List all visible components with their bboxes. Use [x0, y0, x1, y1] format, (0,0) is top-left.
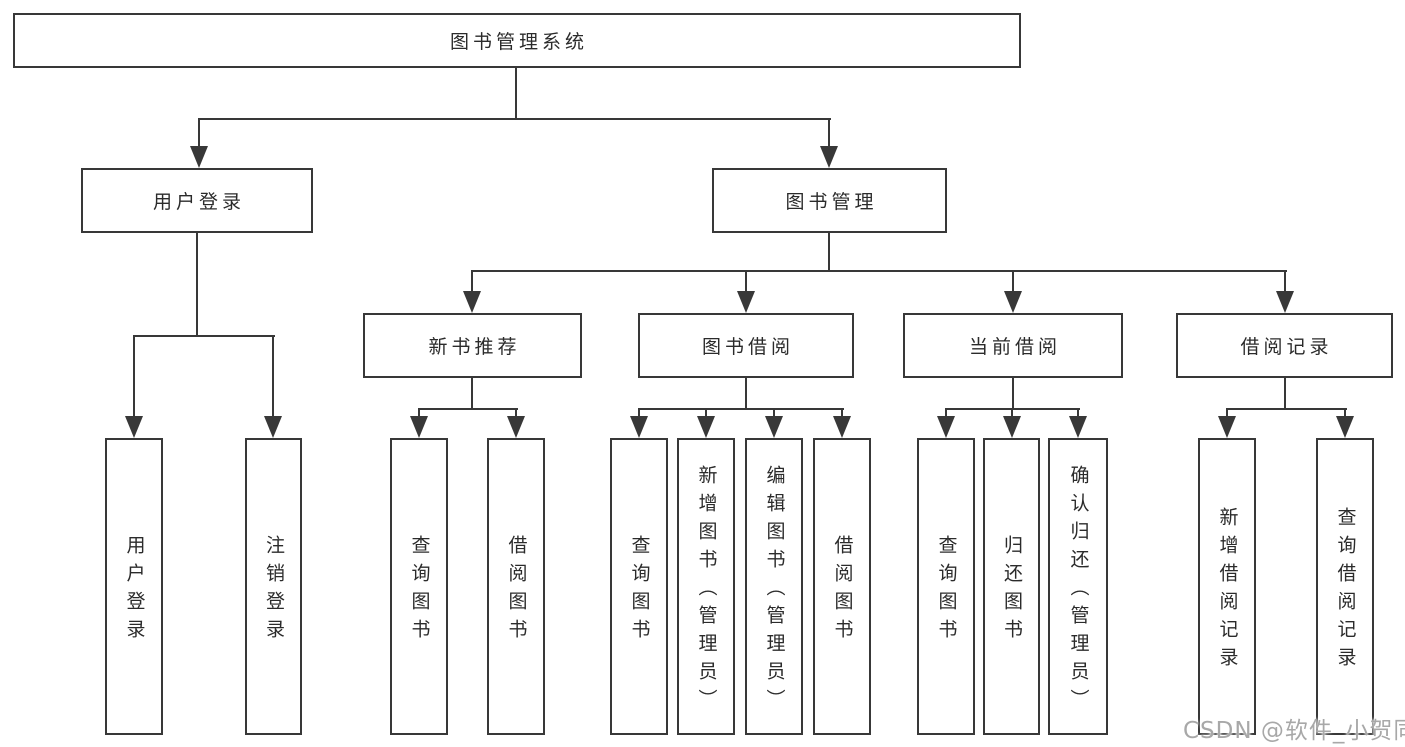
- connector-line: [1226, 408, 1228, 418]
- leaf-return-books: 归还图书: [983, 438, 1040, 735]
- connector-line: [515, 408, 517, 418]
- leaf-query-books-borrow: 查询图书: [610, 438, 668, 735]
- node-book-borrowing: 图书借阅: [638, 313, 854, 378]
- connector-line: [1012, 270, 1014, 292]
- connector-line: [471, 377, 473, 409]
- leaf-add-book-admin: 新增图书（管理员）: [677, 438, 735, 735]
- arrow-down-icon: [833, 416, 851, 438]
- connector-line: [1284, 377, 1286, 409]
- connector-line: [773, 408, 775, 418]
- connector-line: [841, 408, 843, 418]
- connector-line: [418, 408, 518, 410]
- arrow-down-icon: [737, 291, 755, 313]
- arrow-down-icon: [125, 416, 143, 438]
- arrow-down-icon: [1003, 416, 1021, 438]
- connector-line: [1012, 377, 1014, 409]
- arrow-down-icon: [630, 416, 648, 438]
- connector-line: [471, 270, 1287, 272]
- leaf-logout: 注销登录: [245, 438, 302, 735]
- connector-line: [1077, 408, 1079, 418]
- connector-line: [638, 408, 844, 410]
- leaf-add-borrow-record-label: 新增借阅记录: [1216, 507, 1239, 675]
- connector-line: [133, 335, 135, 418]
- arrow-down-icon: [507, 416, 525, 438]
- connector-line: [198, 118, 200, 148]
- node-book-management: 图书管理: [712, 168, 947, 233]
- node-user-login: 用户登录: [81, 168, 313, 233]
- connector-line: [133, 335, 275, 337]
- node-borrowing-records-label: 借阅记录: [1240, 336, 1333, 358]
- connector-line: [945, 408, 947, 418]
- connector-line: [196, 233, 198, 336]
- node-book-management-label: 图书管理: [785, 191, 878, 213]
- leaf-borrow-books-recommend-label: 借阅图书: [505, 535, 528, 647]
- connector-line: [471, 270, 473, 292]
- leaf-query-books-current-label: 查询图书: [935, 535, 958, 647]
- leaf-return-books-label: 归还图书: [1001, 535, 1023, 647]
- connector-line: [828, 118, 830, 148]
- leaf-query-borrow-record-label: 查询借阅记录: [1334, 507, 1357, 675]
- arrow-down-icon: [1276, 291, 1294, 313]
- connector-line: [638, 408, 640, 418]
- leaf-user-login: 用户登录: [105, 438, 163, 735]
- arrow-down-icon: [937, 416, 955, 438]
- arrow-down-icon: [1069, 416, 1087, 438]
- leaf-user-login-label: 用户登录: [123, 535, 146, 647]
- node-user-login-label: 用户登录: [152, 191, 245, 213]
- leaf-query-books-borrow-label: 查询图书: [628, 535, 651, 647]
- connector-line: [828, 233, 830, 271]
- connector-line: [418, 408, 420, 418]
- leaf-edit-book-admin: 编辑图书（管理员）: [745, 438, 803, 735]
- leaf-borrow-books-recommend: 借阅图书: [487, 438, 545, 735]
- node-current-borrowing-label: 当前借阅: [968, 336, 1061, 358]
- connector-line: [745, 377, 747, 409]
- arrow-down-icon: [264, 416, 282, 438]
- leaf-add-book-admin-label: 新增图书（管理员）: [695, 465, 718, 717]
- csdn-watermark: CSDN @软件_小贺同学: [1183, 718, 1405, 744]
- arrow-down-icon: [820, 146, 838, 168]
- arrow-down-icon: [1336, 416, 1354, 438]
- arrow-down-icon: [1218, 416, 1236, 438]
- leaf-query-books-current: 查询图书: [917, 438, 975, 735]
- node-borrowing-records: 借阅记录: [1176, 313, 1393, 378]
- connector-line: [1226, 408, 1347, 410]
- node-new-book-recommend: 新书推荐: [363, 313, 582, 378]
- connector-line: [1344, 408, 1346, 418]
- connector-line: [1011, 408, 1013, 418]
- arrow-down-icon: [765, 416, 783, 438]
- connector-line: [199, 118, 831, 120]
- arrow-down-icon: [697, 416, 715, 438]
- node-root: 图书管理系统: [13, 13, 1021, 68]
- node-current-borrowing: 当前借阅: [903, 313, 1123, 378]
- connector-line: [745, 270, 747, 292]
- connector-line: [272, 335, 274, 418]
- connector-line: [515, 68, 517, 119]
- leaf-logout-label: 注销登录: [263, 535, 285, 647]
- connector-line: [1284, 270, 1286, 292]
- leaf-edit-book-admin-label: 编辑图书（管理员）: [763, 465, 786, 717]
- node-book-borrowing-label: 图书借阅: [701, 336, 794, 358]
- leaf-query-books-recommend-label: 查询图书: [408, 535, 431, 647]
- leaf-query-books-recommend: 查询图书: [390, 438, 448, 735]
- arrow-down-icon: [463, 291, 481, 313]
- leaf-confirm-return-admin-label: 确认归还（管理员）: [1067, 465, 1090, 717]
- leaf-borrow-books-label: 借阅图书: [831, 535, 854, 647]
- node-new-book-recommend-label: 新书推荐: [428, 336, 521, 358]
- leaf-query-borrow-record: 查询借阅记录: [1316, 438, 1374, 735]
- leaf-confirm-return-admin: 确认归还（管理员）: [1048, 438, 1108, 735]
- connector-line: [705, 408, 707, 418]
- node-root-label: 图书管理系统: [449, 31, 588, 53]
- leaf-borrow-books: 借阅图书: [813, 438, 871, 735]
- arrow-down-icon: [190, 146, 208, 168]
- leaf-add-borrow-record: 新增借阅记录: [1198, 438, 1256, 735]
- arrow-down-icon: [1004, 291, 1022, 313]
- arrow-down-icon: [410, 416, 428, 438]
